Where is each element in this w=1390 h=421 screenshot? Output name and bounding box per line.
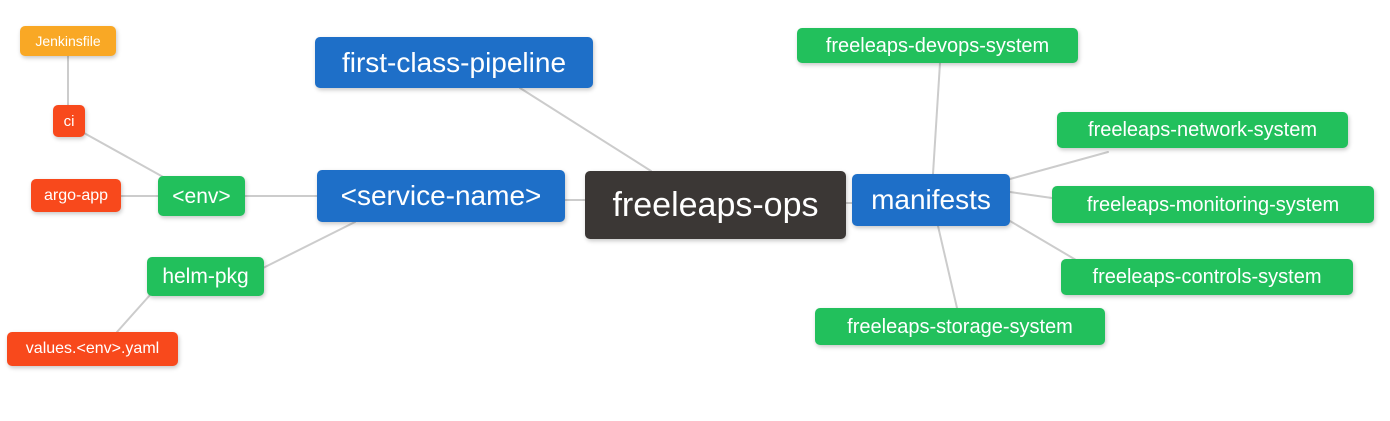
node-helm-pkg[interactable]: helm-pkg [147, 257, 264, 296]
edge-values-env-yaml-helm-pkg [116, 294, 151, 333]
node-freeleaps-storage-system[interactable]: freeleaps-storage-system [815, 308, 1105, 345]
edge-manifests-freeleaps-monitoring-system [1009, 191, 1053, 199]
node-jenkinsfile[interactable]: Jenkinsfile [20, 26, 116, 56]
node-freeleaps-ops[interactable]: freeleaps-ops [585, 171, 846, 239]
node-freeleaps-devops-system[interactable]: freeleaps-devops-system [797, 28, 1078, 63]
node-freeleaps-network-system[interactable]: freeleaps-network-system [1057, 112, 1348, 148]
edge-manifests-freeleaps-controls-system [1009, 220, 1077, 261]
node-freeleaps-monitoring-system[interactable]: freeleaps-monitoring-system [1052, 186, 1374, 223]
edge-manifests-freeleaps-network-system [1009, 151, 1109, 180]
edge-ci-env [83, 132, 166, 179]
edge-first-class-pipeline-freeleaps-ops [519, 87, 652, 172]
edge-manifests-freeleaps-storage-system [937, 225, 958, 309]
node-argo-app[interactable]: argo-app [31, 179, 121, 212]
node-env[interactable]: <env> [158, 176, 245, 216]
node-ci[interactable]: ci [53, 105, 85, 137]
node-manifests[interactable]: manifests [852, 174, 1010, 226]
edge-manifests-freeleaps-devops-system [932, 62, 941, 175]
node-freeleaps-controls-system[interactable]: freeleaps-controls-system [1061, 259, 1353, 295]
node-values-env-yaml[interactable]: values.<env>.yaml [7, 332, 178, 366]
node-first-class-pipeline[interactable]: first-class-pipeline [315, 37, 593, 88]
edge-helm-pkg-service-name [262, 221, 356, 269]
node-service-name[interactable]: <service-name> [317, 170, 565, 222]
